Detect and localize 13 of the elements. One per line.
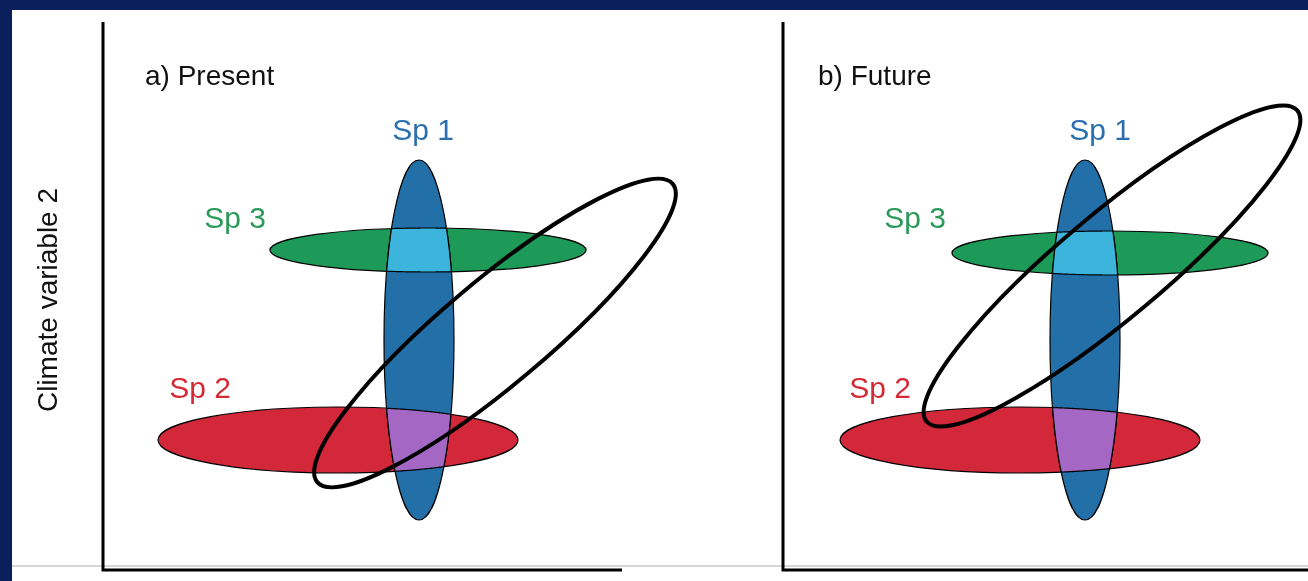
species-label: Sp 1	[1069, 113, 1131, 146]
panel-title: a) Present	[145, 60, 275, 91]
panel-title: b) Future	[818, 60, 932, 91]
species-label: Sp 3	[884, 201, 946, 234]
outline-ellipse	[312, 176, 678, 490]
range-ellipse	[1049, 159, 1121, 521]
species-label: Sp 2	[169, 371, 231, 404]
species-label: Sp 1	[392, 113, 454, 146]
axis-label: Climate variable 2	[32, 187, 64, 413]
range-ellipse	[383, 159, 455, 521]
species-label: Sp 3	[204, 201, 266, 234]
species-label: Sp 2	[849, 371, 911, 404]
outline-ellipse	[921, 103, 1303, 429]
